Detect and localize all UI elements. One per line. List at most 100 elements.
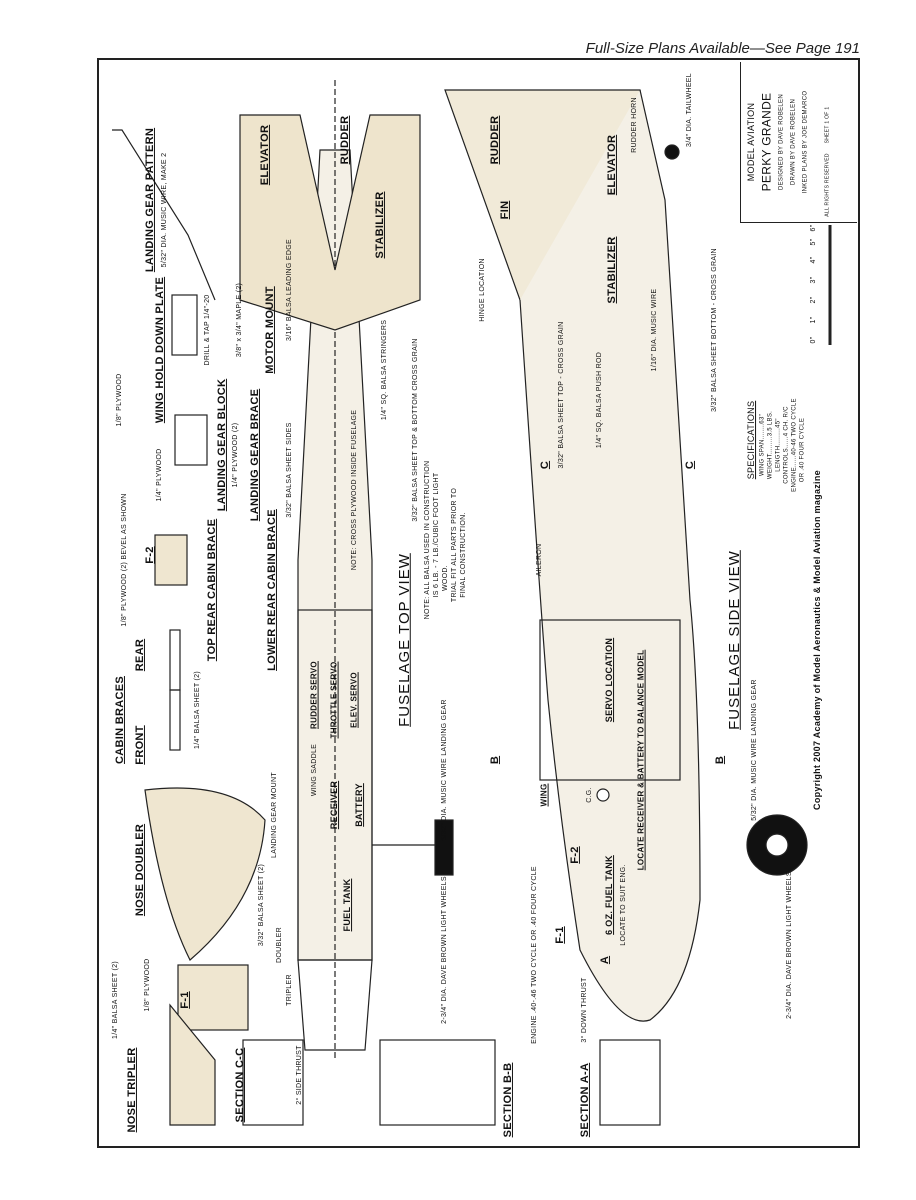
landing-gear-block-part [174,414,208,466]
tb-designed: DESIGNED BY DAVE ROBELEN [778,93,785,191]
section-marker: C [683,460,696,470]
scale-label: 2" [810,296,818,304]
spec-weight: WEIGHT.........3.5 LBS. [767,410,774,480]
label: RECEIVER [329,780,340,830]
label: LOCATE RECEIVER & BATTERY TO BALANCE MOD… [636,649,646,871]
label: F-1 [553,926,566,944]
label: FUEL TANK [342,878,353,932]
label: 1/8" PLYWOOD [144,958,152,1012]
landing-gear-wire [112,129,216,301]
scale-label: 6" [810,224,818,232]
top-view-cabin [297,609,373,961]
label: 2° SIDE THRUST [296,1045,304,1105]
tb-drawn: DRAWN BY DAVE ROBELEN [790,98,797,186]
label: 1/4" SQ. BALSA STRINGERS [381,319,389,421]
f1-title: F-1 [178,991,191,1009]
section-marker: B [713,755,726,765]
landing-gear-brace-title: LANDING GEAR BRACE [248,388,261,522]
top-view-stabilizer [239,114,421,331]
label: 3° DOWN THRUST [581,977,589,1043]
section-bb-title: SECTION B-B [501,1062,514,1138]
side-fin-label: FIN [498,200,511,220]
side-view-fuselage [519,89,701,1022]
label: 6 OZ. FUEL TANK [604,855,615,935]
copyright: Copyright 2007 Academy of Model Aeronaut… [812,470,823,810]
label: ENGINE .40-.46 TWO CYCLE OR .40 FOUR CYC… [531,866,539,1044]
top-stabilizer-label: STABILIZER [373,191,386,259]
side-elevator-label: ELEVATOR [605,134,618,196]
label: F-2 [568,846,581,864]
side-view-wing-saddle [539,619,681,781]
note-line: NOTE: ALL BALSA USED IN CONSTRUCTION [424,460,432,620]
label: 1/8" PLYWOOD (2) BEVEL AS SHOWN [121,493,129,627]
label: ELEV. SERVO [349,672,359,728]
section-bb-drawing [379,1039,496,1126]
section-cc-drawing [242,1039,304,1126]
top-view-title: FUSELAGE TOP VIEW [395,553,413,727]
label: 3/32" BALSA SHEET TOP & BOTTOM CROSS GRA… [412,338,420,522]
scale-label: 3" [810,276,818,284]
front-cabin-brace [169,689,181,751]
plan-frame [97,58,860,1148]
spec-wing-span: WING SPAN........63" [759,413,766,477]
section-marker: A [598,955,611,965]
label: THROTTLE SERVO [329,661,339,739]
note-line: WOOD. [442,565,450,591]
label: 2-3/4" DIA. DAVE BROWN LIGHT WHEELS [441,876,449,1024]
section-aa-title: SECTION A-A [578,1062,591,1138]
page-header: Full-Size Plans Available—See Page 191 [585,40,860,57]
f2-part [154,534,188,586]
motor-mount-title: MOTOR MOUNT [263,286,276,374]
side-view-wheel-hub [765,833,789,857]
label: 3/32" BALSA SHEET TOP - CROSS GRAIN [558,321,566,469]
scale-label: 4" [810,256,818,264]
label: WING SADDLE [311,743,319,797]
top-rear-cabin-brace-title: TOP REAR CABIN BRACE [205,518,218,662]
section-aa-drawing [599,1039,661,1126]
label: 3/16" BALSA LEADING EDGE [286,239,294,341]
lower-rear-cabin-brace-title: LOWER REAR CABIN BRACE [265,509,278,671]
tb-rights: ALL RIGHTS RESERVED [824,153,831,217]
side-rudder-label: RUDDER [488,115,501,165]
label: 1/16" DIA. MUSIC WIRE [651,288,659,372]
top-elevator-label: ELEVATOR [258,124,271,186]
label: 3/32" BALSA SHEET SIDES [286,422,294,518]
cg-marker [596,788,610,802]
top-rudder-label: RUDDER [338,115,351,165]
label: 3/8" x 3/4" MAPLE (2) [236,282,244,358]
label: TRIPLER [286,974,294,1006]
scale-label: 1" [810,316,818,324]
note-line: TRIAL FIT ALL PARTS PRIOR TO [451,487,459,603]
rear-title: REAR [133,638,146,672]
spec-engine: ENGINE......40-46 TWO CYCLE [791,398,798,492]
label: DOUBLER [276,927,284,963]
section-marker: B [488,755,501,765]
label: RUDDER HORN [631,97,639,153]
f1-part [177,964,249,1031]
label: 1/4" PLYWOOD [156,448,164,502]
title-block [740,62,857,223]
tb-publisher: MODEL AVIATION [746,102,757,182]
front-title: FRONT [133,725,146,765]
specs-title: SPECIFICATIONS [746,400,757,480]
label: LANDING GEAR MOUNT [271,772,279,858]
tb-inked: INKED PLANS BY JOE DEMARCO [802,90,809,194]
top-view-nose [297,959,373,1051]
nose-tripler-title: NOSE TRIPLER [125,1047,138,1133]
section-cc-title: SECTION C-C [233,1047,246,1123]
label: 1/4" PLYWOOD (2) [232,422,240,488]
nose-doubler-part [144,787,266,961]
label: 5/32" DIA. MUSIC WIRE LANDING GEAR [751,679,759,821]
label: DRILL & TAP 1/4"-20 [204,294,212,366]
note-line: FINAL CONSTRUCTION. [460,512,468,598]
spec-controls: CONTROLS......4 CH. R/C [783,406,790,484]
label: 1/8" PLYWOOD [116,373,124,427]
cabin-braces-title: CABIN BRACES [113,676,126,764]
tailwheel [664,144,680,160]
label: SERVO LOCATION [604,637,615,723]
label: 3/4" DIA. TAILWHEEL [686,73,694,147]
spec-engine-2: OR .40 FOUR CYCLE [799,417,806,483]
wing-hold-down-plate [171,294,198,356]
label: RUDDER SERVO [309,661,319,729]
landing-gear-pattern-title: LANDING GEAR PATTERN [143,127,156,273]
